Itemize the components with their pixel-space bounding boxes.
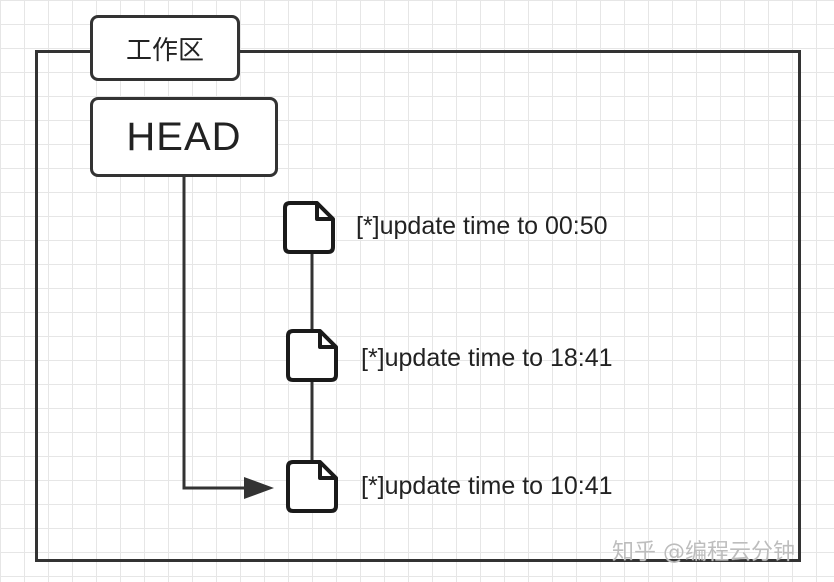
commit-message: [*]update time to 00:50 [356,212,608,240]
head-label: HEAD [126,114,242,159]
workspace-frame [35,50,801,562]
head-pointer-arrow [182,177,270,493]
commit-message: [*]update time to 10:41 [361,472,613,500]
workspace-tab: 工作区 [90,15,240,81]
document-icon [286,460,338,513]
workspace-tab-label: 工作区 [125,35,204,66]
document-icon [286,329,338,382]
watermark: 知乎 @编程云分钟 [612,540,795,565]
head-pointer-arrowhead [244,477,274,499]
document-icon [283,201,335,254]
commit-message: [*]update time to 18:41 [361,344,613,372]
head-pointer-box: HEAD [90,97,278,177]
